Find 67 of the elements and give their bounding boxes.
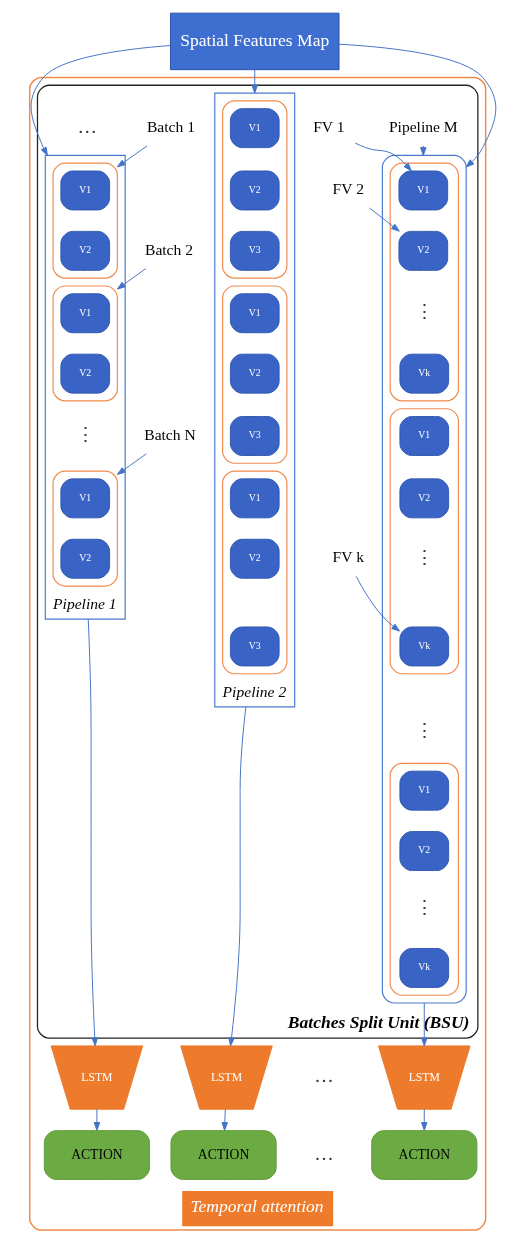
cluster <box>381 154 467 1004</box>
node-text: FV 2 <box>332 180 364 198</box>
node-box: Vk <box>399 353 450 394</box>
arrow <box>228 706 247 1047</box>
label: ⋮ <box>75 423 95 445</box>
label: ⋮ <box>414 720 434 742</box>
node-box: Spatial Features Map <box>170 12 340 71</box>
label: … <box>314 1065 334 1087</box>
cluster <box>52 470 118 587</box>
node-box: Vk <box>399 948 450 988</box>
node-box: V2 <box>60 538 111 579</box>
node-box: V3 <box>229 416 280 456</box>
node-box: V2 <box>60 353 111 394</box>
node-box: V1 <box>229 108 280 149</box>
label: … <box>77 116 97 137</box>
node-box: V3 <box>229 230 280 271</box>
arrow <box>116 145 148 168</box>
node-box: ACTION <box>170 1130 277 1180</box>
label: ⋮ <box>414 546 434 568</box>
cluster <box>222 470 288 675</box>
node-text: Batch N <box>144 425 196 443</box>
arrow <box>338 43 497 168</box>
arrow <box>421 1108 428 1131</box>
node-box: V1 <box>60 293 111 334</box>
node-box: V1 <box>399 416 450 456</box>
arrow <box>369 207 400 232</box>
arrow <box>116 453 147 475</box>
node-box: V2 <box>399 831 450 871</box>
node-box: V1 <box>60 478 111 519</box>
cluster <box>52 285 118 402</box>
node-box: V2 <box>399 478 450 519</box>
cluster <box>389 762 459 996</box>
node-text: Batch 2 <box>145 240 194 258</box>
node-box: V2 <box>229 538 280 579</box>
node-box: V1 <box>229 293 280 334</box>
arrow <box>116 268 147 290</box>
node-box: ACTION <box>371 1130 478 1180</box>
node-box: V2 <box>60 230 111 271</box>
label: ⋮ <box>414 301 434 323</box>
arrow <box>354 142 412 172</box>
arrow <box>93 1108 101 1131</box>
arrow <box>87 618 98 1047</box>
node-box: V2 <box>398 230 449 271</box>
arrow <box>251 69 258 94</box>
node-text: FV 1 <box>313 117 345 135</box>
node-box: V1 <box>229 478 280 519</box>
node-box: V1 <box>398 170 449 211</box>
cluster <box>222 285 288 464</box>
node-box: ACTION <box>43 1130 150 1180</box>
cluster <box>52 162 118 279</box>
node-box: V1 <box>60 170 111 211</box>
node-text: Batch 1 <box>146 117 195 135</box>
node-box: V2 <box>229 353 280 394</box>
node-box: V3 <box>229 626 280 667</box>
label: ⋮ <box>414 897 434 919</box>
arrow <box>355 575 401 632</box>
node-box: Vk <box>399 626 450 667</box>
label: … <box>314 1142 334 1164</box>
arrow <box>421 1002 428 1047</box>
node-box: V2 <box>229 170 280 211</box>
arrow <box>30 45 171 156</box>
arrow <box>420 145 427 156</box>
cluster <box>222 100 288 279</box>
node-text: FV k <box>332 548 364 566</box>
node-text: Pipeline M <box>388 117 458 135</box>
node-box: V1 <box>399 770 450 811</box>
arrow <box>221 1108 228 1131</box>
